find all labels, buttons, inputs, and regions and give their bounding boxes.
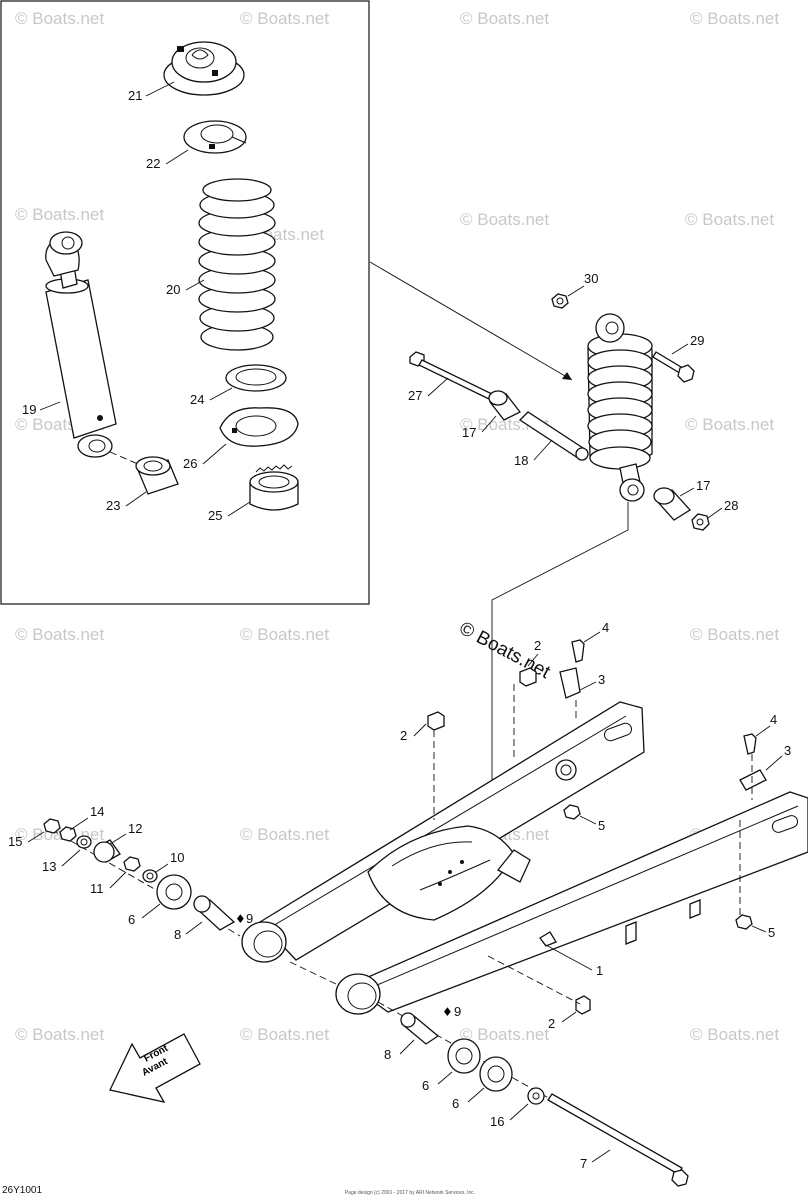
front-direction-arrow: Front Avant: [109, 1033, 201, 1103]
part-3-brackets: [559, 667, 767, 791]
inset-link-arrowhead: [562, 372, 572, 380]
callout-28: 28: [724, 498, 738, 513]
footer-copyright: Page design (c) 2001 - 2017 by ARI Netwo…: [344, 1190, 476, 1196]
callout-5: 5: [598, 818, 605, 833]
callout-14: 14: [90, 804, 104, 819]
watermark: © Boats.net: [15, 1025, 104, 1044]
part-25-adjuster-nut: [249, 464, 299, 511]
watermark: © Boats.net: [460, 1025, 549, 1044]
part-28-nut: [691, 513, 710, 531]
oil-drop-icon: ♦: [442, 1005, 453, 1019]
callout-20: 20: [166, 282, 180, 297]
part-1-swing-arm: [241, 701, 808, 1015]
inset-link-line: [369, 261, 573, 381]
callout-8: 8: [384, 1047, 391, 1062]
callout-7: 7: [580, 1156, 587, 1171]
callout-6: 6: [422, 1078, 429, 1093]
callout-6: 6: [452, 1096, 459, 1111]
callout-25: 25: [208, 508, 222, 523]
callout-17: 17: [462, 425, 476, 440]
callout-30: 30: [584, 271, 598, 286]
watermark: © Boats.net: [15, 9, 104, 28]
shock-callouts: 30 29 27 17 18 17 28: [408, 271, 738, 519]
part-20-coil-spring: [198, 178, 276, 351]
callout-22: 22: [146, 156, 160, 171]
callout-3: 3: [784, 743, 791, 758]
part-22-retainer: [183, 120, 247, 154]
watermark: © Boats.net: [460, 210, 549, 229]
watermark: © Boats.net: [690, 1025, 779, 1044]
callout-27: 27: [408, 388, 422, 403]
watermark: © Boats.net: [240, 9, 329, 28]
part-27-long-bolt: [409, 351, 493, 400]
callout-13: 13: [42, 859, 56, 874]
diagram-code: 26Y1001: [2, 1185, 43, 1196]
callout-6: 6: [128, 912, 135, 927]
main-callouts: 2 4 3 2 4 3 5 5 1 2 14 15 12 13 10 11 9 …: [8, 620, 791, 1171]
callout-15: 15: [8, 834, 22, 849]
callout-10: 10: [170, 850, 184, 865]
callout-9: 9: [454, 1004, 461, 1019]
oil-drop-icon: ♦: [235, 912, 246, 926]
callout-18: 18: [514, 453, 528, 468]
callout-4: 4: [602, 620, 609, 635]
right-pivot-stack: [400, 1012, 689, 1187]
callout-24: 24: [190, 392, 204, 407]
watermark: © Boats.net: [240, 625, 329, 644]
part-30-nut: [551, 293, 569, 309]
watermark: © Boats.net: [240, 825, 329, 844]
callout-3: 3: [598, 672, 605, 687]
callout-8: 8: [174, 927, 181, 942]
callout-2: 2: [400, 728, 407, 743]
part-26-adjuster-plate: [219, 407, 299, 447]
watermark: © Boats.net: [15, 625, 104, 644]
shock-mount-line: [491, 502, 629, 830]
watermark: © Boats.net: [685, 210, 774, 229]
part-17-spacer-upper: [488, 390, 521, 421]
part-21-spring-seat: [163, 41, 245, 96]
part-5-nuts: [563, 804, 753, 930]
callout-12: 12: [128, 821, 142, 836]
callout-16: 16: [490, 1114, 504, 1129]
part-23-bushing: [109, 451, 179, 495]
part-17-spacer-lower: [653, 487, 692, 521]
callout-2: 2: [534, 638, 541, 653]
callout-29: 29: [690, 333, 704, 348]
callout-19: 19: [22, 402, 36, 417]
assembled-shock: [587, 313, 653, 502]
part-19-shock-body: [45, 231, 117, 458]
callout-21: 21: [128, 88, 142, 103]
watermark: © Boats.net: [240, 1025, 329, 1044]
left-pivot-stack: [43, 818, 236, 931]
watermark: © Boats.net: [460, 9, 549, 28]
callout-5: 5: [768, 925, 775, 940]
callout-2: 2: [548, 1016, 555, 1031]
part-18-sleeve: [518, 411, 589, 461]
callout-26: 26: [183, 456, 197, 471]
callout-9: 9: [246, 911, 253, 926]
callout-23: 23: [106, 498, 120, 513]
part-24-washer: [225, 364, 287, 392]
part-29-bolt: [652, 351, 695, 383]
part-4-screws: [571, 639, 757, 755]
callout-4: 4: [770, 712, 777, 727]
watermark: © Boats.net: [15, 205, 104, 224]
inset-callouts: 21 22 20 19 24 26 23 25: [22, 81, 251, 523]
watermark: © Boats.net: [685, 415, 774, 434]
detail-inset-frame: [0, 0, 370, 605]
watermark: © Boats.net: [690, 9, 779, 28]
watermark: © Boats.net: [690, 625, 779, 644]
oil-symbols: ♦ ♦: [235, 912, 453, 1019]
callout-17: 17: [696, 478, 710, 493]
callout-1: 1: [596, 963, 603, 978]
callout-11: 11: [90, 881, 104, 896]
part-2-inserts: [427, 667, 591, 1015]
